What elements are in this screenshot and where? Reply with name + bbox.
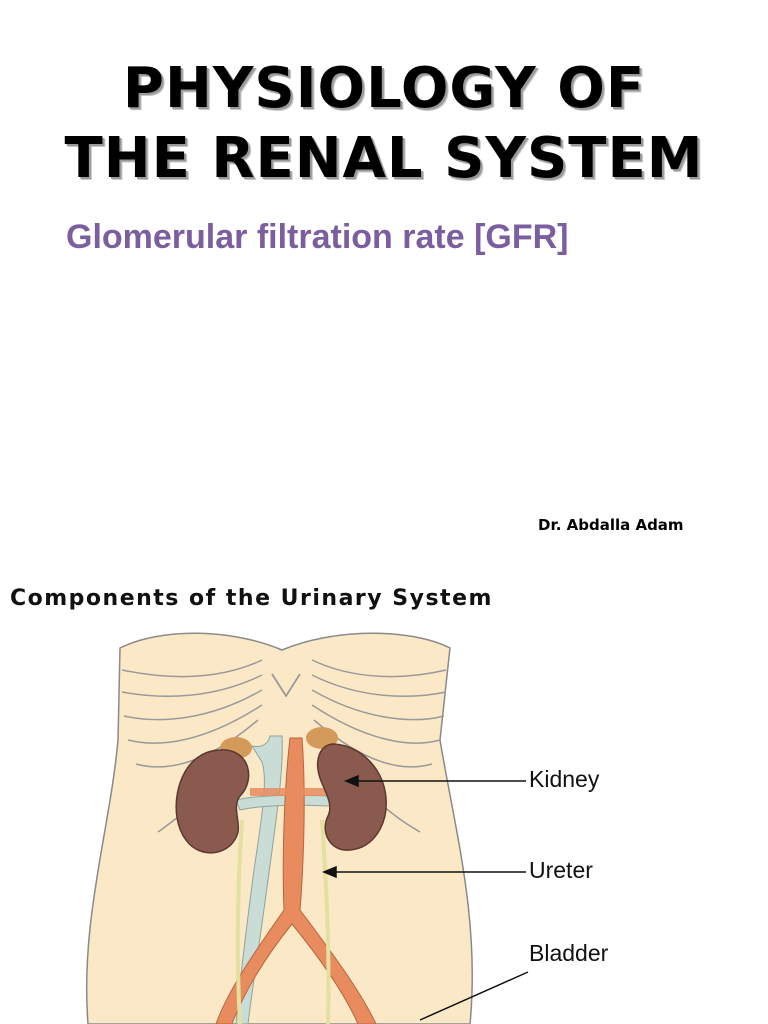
urinary-system-illustration [85,632,529,1024]
label-pointers [322,774,529,1021]
right-adrenal [306,727,338,749]
figure-title: Components of the Urinary System [10,586,493,611]
slide-subtitle: Glomerular filtration rate [GFR] [66,218,569,256]
aorta [215,737,377,1024]
title-line-2: THE RENAL SYSTEM [64,126,704,191]
vena-cava [235,735,283,1024]
left-kidney [175,749,250,854]
torso-outline [85,632,474,1024]
slide-title: PHYSIOLOGY OF THE RENAL SYSTEM [0,54,768,194]
kidney-label: Kidney [529,766,600,792]
right-ureter [320,819,331,1024]
title-line-1: PHYSIOLOGY OF [122,56,646,121]
ureter-label: Ureter [529,857,593,883]
author-name: Dr. Abdalla Adam [538,516,684,534]
bladder-label: Bladder [529,940,609,966]
left-ureter [235,819,244,1024]
